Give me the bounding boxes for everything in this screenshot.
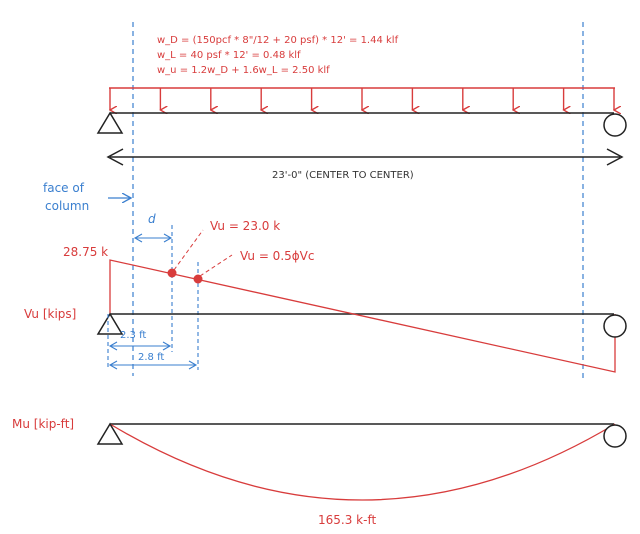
face-of-column-label-line1: face of bbox=[43, 181, 85, 195]
distributed-load bbox=[109, 87, 615, 110]
shear-dim-2-label: 2.8 ft bbox=[138, 352, 164, 363]
shear-point-d-label: Vu = 23.0 k bbox=[210, 219, 280, 233]
moment-diagram: Mu [kip-ft] 165.3 k-ft bbox=[12, 417, 627, 527]
moment-curve bbox=[109, 423, 616, 501]
leader-d bbox=[173, 229, 204, 271]
shear-dim-1-label: 2.3 ft bbox=[120, 330, 146, 341]
span-dimension: 23'-0" (CENTER TO CENTER) bbox=[106, 148, 624, 181]
shear-point-d bbox=[167, 268, 177, 278]
pin-support-icon bbox=[96, 312, 124, 335]
roller-support-icon bbox=[603, 314, 627, 338]
shear-axis-label: Vu [kips] bbox=[24, 307, 76, 321]
face-of-column-annotation: face of column bbox=[43, 181, 131, 213]
ultimate-load-equation: w_u = 1.2w_D + 1.6w_L = 2.50 klf bbox=[157, 65, 330, 76]
roller-support-icon bbox=[603, 113, 627, 137]
pin-support-icon bbox=[96, 111, 124, 134]
live-load-equation: w_L = 40 psf * 12' = 0.48 klf bbox=[157, 50, 301, 61]
pin-support-icon bbox=[96, 422, 124, 445]
load-equations: w_D = (150pcf * 8"/12 + 20 psf) * 12' = … bbox=[157, 35, 399, 76]
leader-vc bbox=[199, 254, 233, 277]
moment-axis-label: Mu [kip-ft] bbox=[12, 417, 74, 431]
roller-support-icon bbox=[603, 424, 627, 448]
shear-diagram: Vu [kips] 28.75 k Vu = 23.0 k Vu = 0.5ϕV… bbox=[24, 219, 627, 373]
face-of-column-label-line2: column bbox=[45, 199, 89, 213]
shear-point-vc-label: Vu = 0.5ϕVc bbox=[240, 249, 315, 263]
shear-point-vc bbox=[193, 274, 203, 284]
load-arrows bbox=[110, 88, 614, 110]
moment-max-label: 165.3 k-ft bbox=[318, 513, 376, 527]
span-label: 23'-0" (CENTER TO CENTER) bbox=[272, 170, 414, 181]
d-label: d bbox=[148, 212, 156, 226]
shear-max-label: 28.75 k bbox=[63, 245, 108, 259]
dead-load-equation: w_D = (150pcf * 8"/12 + 20 psf) * 12' = … bbox=[157, 35, 399, 46]
shear-curve bbox=[109, 259, 616, 373]
